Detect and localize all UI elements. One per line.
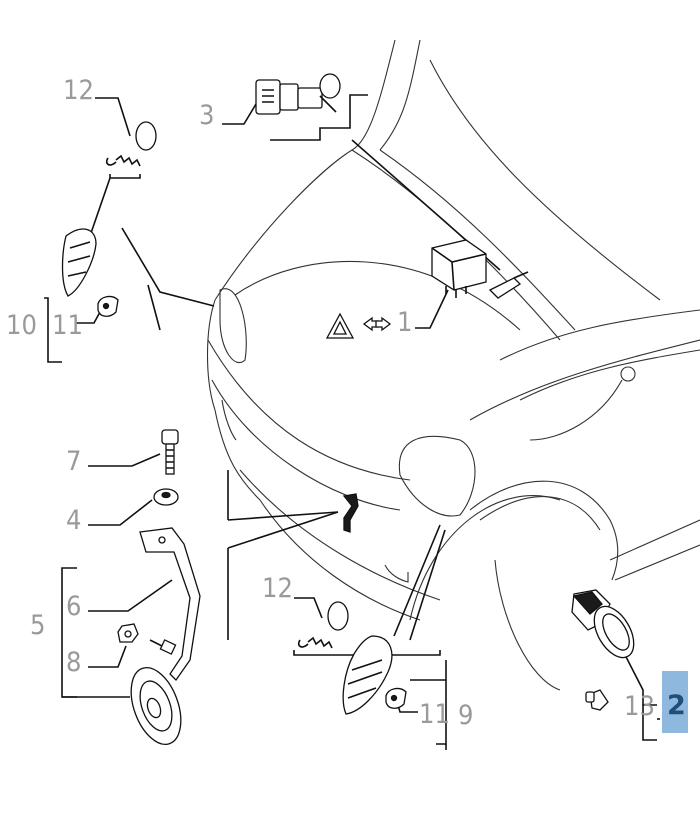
bulb-holder-icon [385,687,407,709]
callout-3: 3 [199,100,214,131]
bulb-icon [585,689,609,711]
callout-11-bottom: 11 [419,699,450,730]
ignition-switch-icon [255,73,341,115]
connector-icon [342,493,359,533]
horn-icon [130,667,182,745]
washer-icon [153,488,179,506]
car-body-outline [207,39,700,691]
callout-2-highlight [662,671,688,733]
nut-icon [117,623,177,655]
bolt-icon [161,429,179,475]
callout-12-bottom: 12 [262,573,293,604]
relay-icon [431,239,487,298]
leader-lines [44,94,660,750]
callout-6: 6 [66,591,81,622]
spring-icon [297,601,349,649]
callout-5: 5 [30,610,45,641]
hazard-warning-icon [325,312,355,339]
side-indicator-icon [61,228,97,297]
turn-arrows-icon [362,316,392,332]
side-indicator-icon [342,635,393,715]
callout-8: 8 [66,647,81,678]
callout-12-top: 12 [63,75,94,106]
callout-2: 2 [667,690,686,721]
horn-bracket-icon [139,527,201,682]
callout-1: 1 [397,307,412,338]
spring-icon [105,121,157,167]
callout-11-top: 11 [52,310,83,341]
connector-icon [488,271,529,299]
callout-7: 7 [66,446,81,477]
bulb-holder-icon [97,295,119,317]
callout-13: 13 [624,691,655,722]
callout-10: 10 [6,310,37,341]
fog-lamp-icon [571,589,635,659]
callout-9: 9 [458,700,473,731]
callout-labels: 12 3 10 11 1 7 4 5 6 8 12 11 9 13 2 [6,75,688,733]
callout-4: 4 [66,505,81,536]
